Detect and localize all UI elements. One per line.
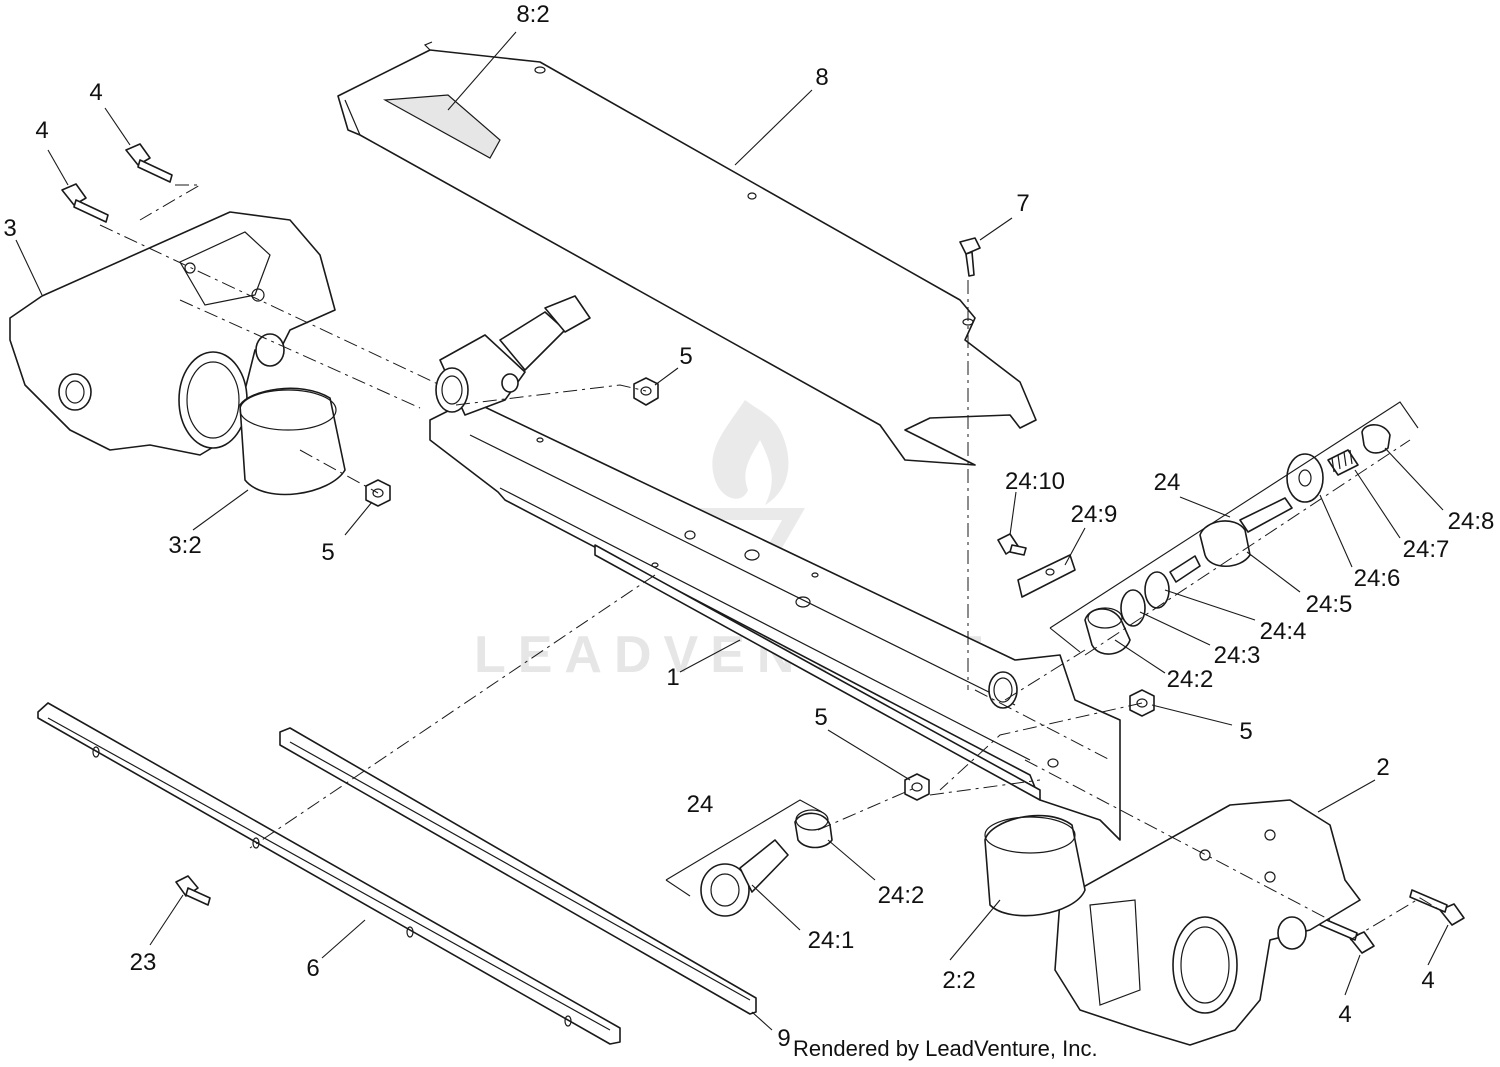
part-4-bolt-c xyxy=(1319,917,1375,954)
callout-24-7: 24:7 xyxy=(1403,536,1450,563)
callout-24-5: 24:5 xyxy=(1306,591,1353,618)
callout-4-a: 4 xyxy=(89,79,102,106)
part-9-support-bar xyxy=(279,727,757,1015)
callout-labels: 8:2 8 7 4 4 3 5 5 3:2 1 5 5 2 24:10 24:9… xyxy=(3,1,1494,1052)
callout-2: 2 xyxy=(1376,754,1389,781)
part-5-nut-a xyxy=(633,377,659,406)
part-3-left-housing xyxy=(9,211,336,456)
callout-24-2-a: 24:2 xyxy=(1167,666,1214,693)
callout-24-a: 24 xyxy=(1154,469,1181,496)
part-4-bolt-d xyxy=(1409,889,1465,926)
callout-24-6: 24:6 xyxy=(1354,565,1401,592)
part-4-bolt-a xyxy=(125,143,173,183)
part-2-2-bearing-ring xyxy=(984,814,1086,917)
part-7-screw xyxy=(959,237,981,277)
part-23-bolt xyxy=(175,875,211,906)
part-8-top-cover xyxy=(337,41,1037,466)
drive-shaft-gear xyxy=(435,295,591,416)
callout-5-b: 5 xyxy=(321,539,334,566)
part-24-10-pin xyxy=(997,533,1027,556)
callout-4-c: 4 xyxy=(1338,1001,1351,1028)
callout-8-2: 8:2 xyxy=(516,1,549,28)
callout-7: 7 xyxy=(1016,190,1029,217)
part-6-scraper-bar xyxy=(37,702,621,1045)
callout-9: 9 xyxy=(777,1025,790,1052)
callout-8: 8 xyxy=(815,64,828,91)
callout-24-1: 24:1 xyxy=(808,927,855,954)
render-credit: Rendered by LeadVenture, Inc. xyxy=(793,1036,1098,1061)
callout-4-d: 4 xyxy=(1421,967,1434,994)
callout-2-2: 2:2 xyxy=(942,967,975,994)
callout-4-b: 4 xyxy=(35,117,48,144)
assembly-24-brackets xyxy=(665,401,1419,897)
callout-24-8: 24:8 xyxy=(1448,508,1495,535)
part-2-right-housing xyxy=(1054,799,1361,1046)
part-5-nut-d xyxy=(904,773,930,801)
callout-24-9: 24:9 xyxy=(1071,501,1118,528)
part-24-assembly-lower xyxy=(700,809,833,917)
part-24-assembly-upper xyxy=(1084,424,1391,655)
callout-3: 3 xyxy=(3,215,16,242)
callout-5-a: 5 xyxy=(679,343,692,370)
callout-24-2-b: 24:2 xyxy=(878,882,925,909)
callout-24-3: 24:3 xyxy=(1214,642,1261,669)
callout-3-2: 3:2 xyxy=(168,532,201,559)
callout-23: 23 xyxy=(130,949,157,976)
callout-5-c: 5 xyxy=(1239,718,1252,745)
part-24-9-clip xyxy=(1017,554,1076,598)
part-3-2-bearing-ring xyxy=(239,387,346,496)
callout-24-10: 24:10 xyxy=(1005,468,1065,495)
callout-1: 1 xyxy=(666,664,679,691)
leader-lines xyxy=(15,31,1449,1031)
callout-24-4: 24:4 xyxy=(1260,618,1307,645)
part-1-main-frame xyxy=(429,399,1121,841)
callout-24-b: 24 xyxy=(687,791,714,818)
assembly-centerlines xyxy=(99,184,1441,941)
callout-6: 6 xyxy=(306,955,319,982)
part-4-bolt-b xyxy=(61,183,109,223)
callout-5-d: 5 xyxy=(814,704,827,731)
